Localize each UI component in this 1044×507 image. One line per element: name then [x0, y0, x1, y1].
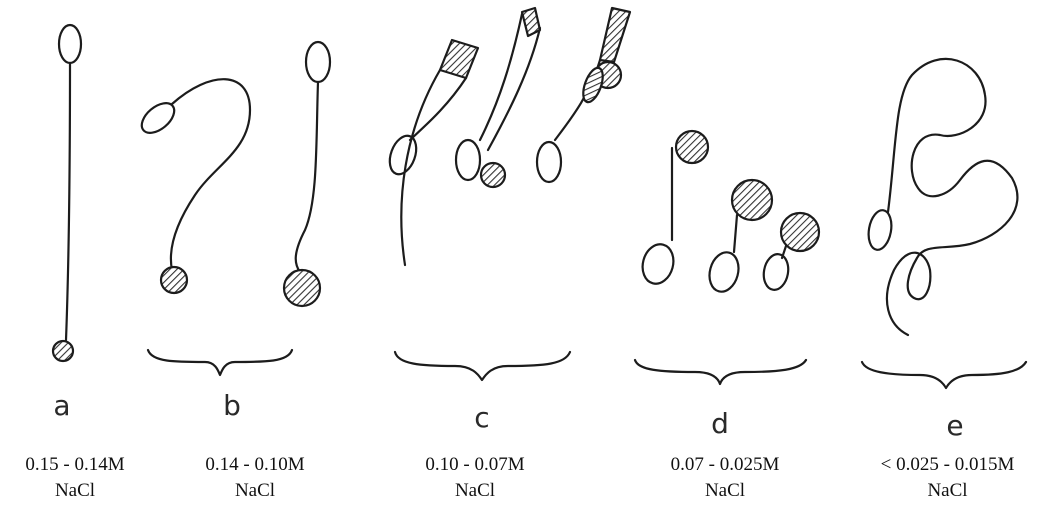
salt-e: NaCl: [855, 478, 1040, 504]
panel-label-e: e: [935, 412, 975, 440]
concentration-c: 0.10 - 0.07M: [400, 452, 550, 478]
caption-d: 0.07 - 0.025M NaCl: [650, 452, 800, 503]
salt-b: NaCl: [180, 478, 330, 504]
cell-head: [59, 25, 81, 63]
cell-tail: [66, 63, 70, 340]
bracket-b: [148, 350, 292, 375]
caption-e: < 0.025 - 0.015M NaCl: [855, 452, 1040, 503]
cell-b2: [284, 42, 330, 306]
cell-c1: [385, 40, 478, 265]
concentration-a: 0.15 - 0.14M: [0, 452, 150, 478]
panel-label-c: c: [462, 404, 502, 432]
tail-filament: [410, 78, 466, 140]
cell-head: [761, 252, 791, 292]
bracket-d: [635, 360, 806, 384]
cell-a: [53, 25, 81, 361]
cell-tail: [734, 215, 737, 252]
bracket-e: [862, 362, 1026, 388]
salt-d: NaCl: [650, 478, 800, 504]
droplet: [676, 131, 708, 163]
tail-coil: [600, 8, 630, 62]
tail-coil: [440, 40, 478, 78]
bracket-c: [395, 352, 570, 380]
caption-c: 0.10 - 0.07M NaCl: [400, 452, 550, 503]
cell-head: [537, 142, 561, 182]
cell-d1: [638, 131, 708, 287]
concentration-e: < 0.025 - 0.015M: [855, 452, 1040, 478]
cell-head: [456, 140, 480, 180]
cell-e: [866, 59, 1018, 335]
cell-head: [306, 42, 330, 82]
salt-c: NaCl: [400, 478, 550, 504]
cell-tail: [296, 82, 318, 272]
droplet: [53, 341, 73, 361]
cell-c3: [537, 8, 630, 182]
droplet: [732, 180, 772, 220]
salt-a: NaCl: [0, 478, 150, 504]
cell-d3: [761, 213, 819, 292]
cell-head: [705, 249, 742, 295]
droplet: [481, 163, 505, 187]
droplet: [161, 267, 187, 293]
cell-tail: [401, 70, 440, 265]
cell-d2: [705, 180, 772, 295]
concentration-b: 0.14 - 0.10M: [180, 452, 330, 478]
droplet: [284, 270, 320, 306]
cell-b1: [136, 79, 250, 293]
cell-head: [385, 132, 421, 178]
cell-head: [638, 241, 677, 287]
cell-tail: [171, 79, 250, 270]
caption-a: 0.15 - 0.14M NaCl: [0, 452, 150, 503]
panel-label-b: b: [212, 392, 252, 420]
concentration-d: 0.07 - 0.025M: [650, 452, 800, 478]
cell-c2: [456, 8, 540, 187]
panel-label-a: a: [42, 392, 82, 420]
cell-head: [866, 208, 895, 251]
panel-label-d: d: [700, 410, 740, 438]
cell-tail-loops: [887, 59, 1017, 335]
tail-coil: [522, 8, 540, 36]
caption-b: 0.14 - 0.10M NaCl: [180, 452, 330, 503]
